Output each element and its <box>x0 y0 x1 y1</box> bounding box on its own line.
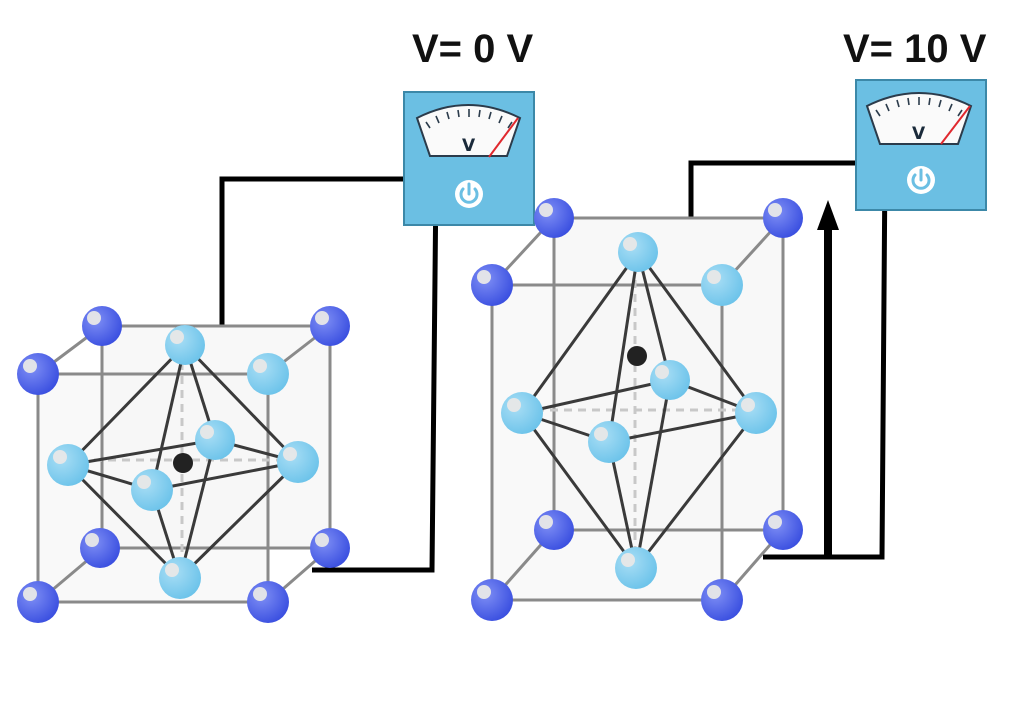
power-icon[interactable] <box>459 182 479 204</box>
right-meter-unit: V <box>912 124 926 144</box>
left-voltmeter[interactable]: V <box>403 91 535 226</box>
left-voltage-label: V= 0 V <box>412 27 534 71</box>
left-meter-needle <box>488 117 519 158</box>
right-circuit-wires <box>688 160 888 560</box>
right-crystal-cell <box>471 198 803 621</box>
left-crystal-cell <box>17 306 350 623</box>
power-icon[interactable] <box>911 168 931 190</box>
center-atom <box>627 346 647 366</box>
center-atom <box>173 453 193 473</box>
right-meter-needle <box>940 105 971 145</box>
right-voltage-label: V= 10 V <box>843 27 987 71</box>
left-circuit-wires <box>219 176 439 573</box>
right-voltmeter[interactable]: V <box>855 79 987 211</box>
left-meter-unit: V <box>462 136 476 156</box>
field-arrow <box>817 200 839 555</box>
